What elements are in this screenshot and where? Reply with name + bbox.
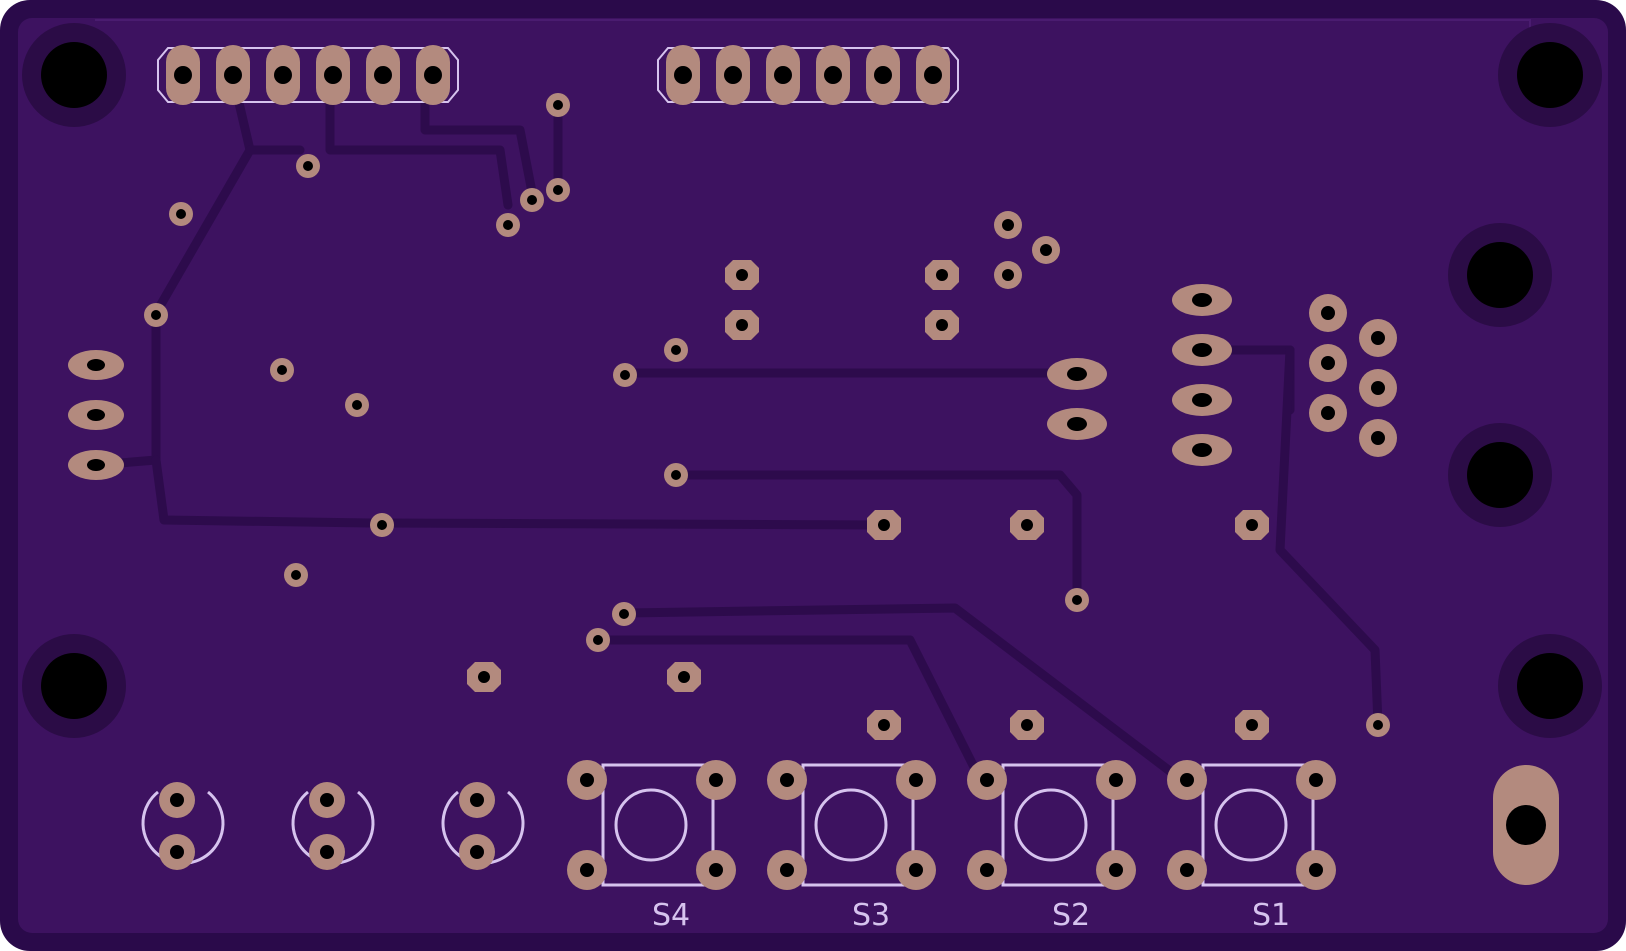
pad-cluster-right — [1309, 294, 1397, 457]
header-left — [157, 45, 459, 105]
copper-traces — [91, 68, 1383, 780]
switch-label-s1: S1 — [1252, 898, 1290, 933]
tactile-switch-s2 — [967, 760, 1136, 890]
octagon-pad-holes — [478, 269, 1258, 731]
switch-label-s4: S4 — [652, 898, 690, 933]
connector-center-2pin — [1047, 358, 1107, 440]
switch-label-s3: S3 — [852, 898, 890, 933]
header-center — [657, 45, 959, 105]
led-footprints — [141, 782, 525, 870]
tactile-switch-s1 — [1167, 760, 1336, 890]
connector-right-4pin — [1172, 284, 1232, 466]
mounting-holes — [22, 23, 1602, 738]
switch-label-s2: S2 — [1052, 898, 1090, 933]
tactile-switch-s3 — [767, 760, 936, 890]
tactile-switch-s4 — [567, 760, 736, 890]
connector-left-3pin — [68, 350, 124, 480]
slotted-pad — [1493, 765, 1559, 885]
vias — [144, 93, 1390, 737]
